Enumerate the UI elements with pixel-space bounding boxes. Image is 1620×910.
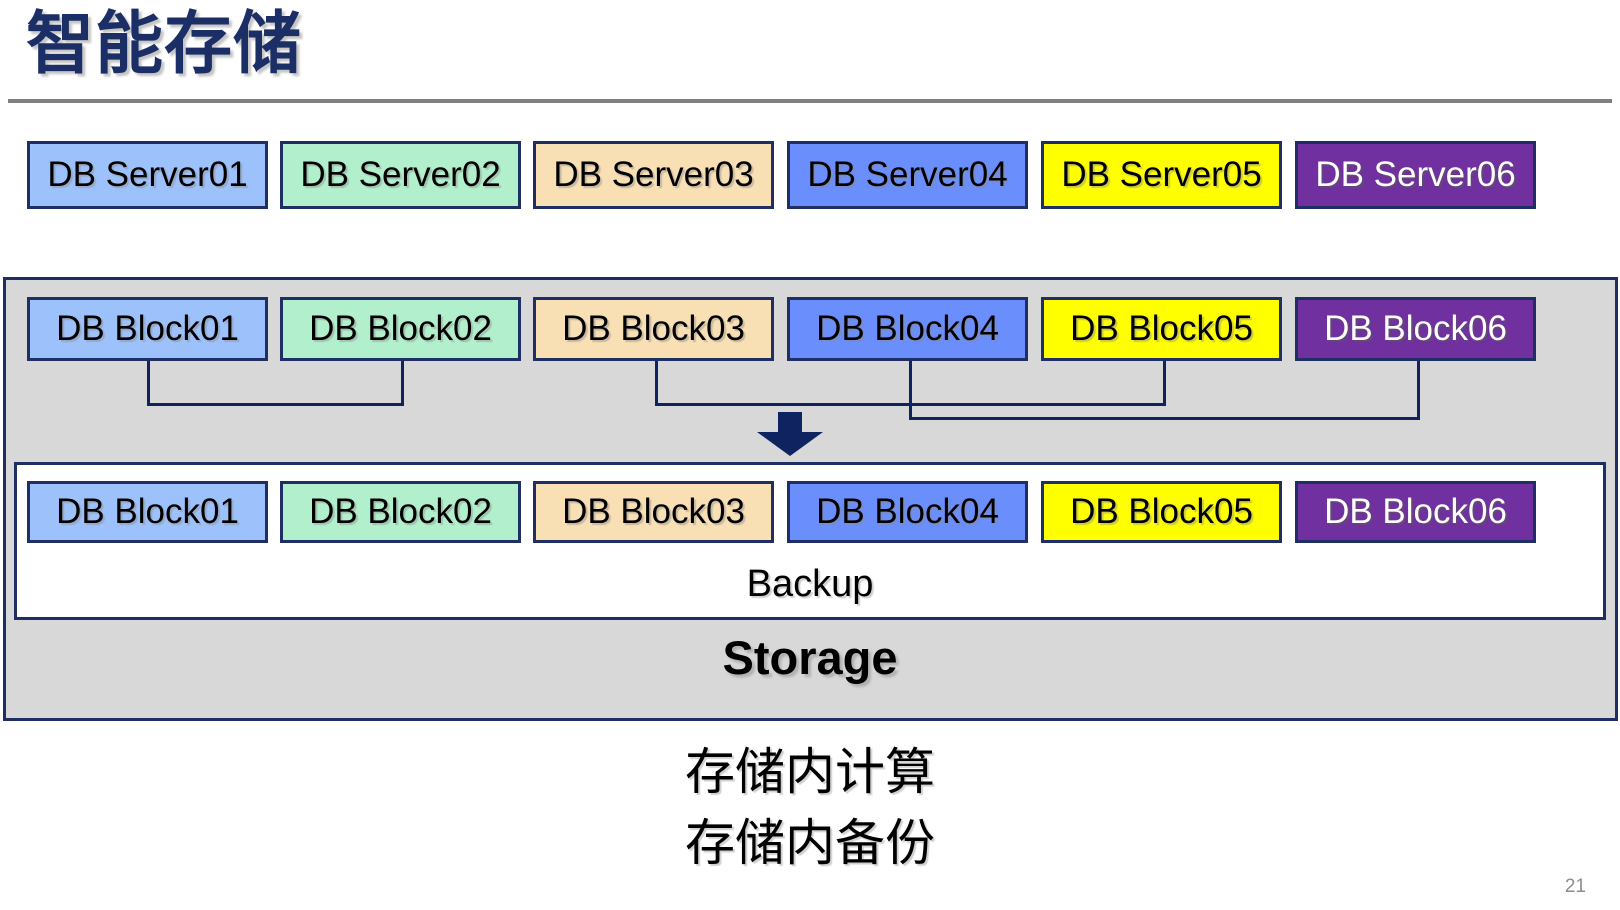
db-server-box-label: DB Server05 (1061, 155, 1262, 194)
db-server-box-label: DB Server01 (47, 155, 248, 194)
bracket-block03-block05-right-leg (1163, 361, 1166, 403)
db-block-source-box-label: DB Block01 (56, 309, 239, 348)
db-server-box-3[interactable]: DB Server03 (533, 141, 774, 209)
db-block-backup-box-label: DB Block03 (562, 492, 745, 531)
db-block-source-box-3[interactable]: DB Block03 (533, 297, 774, 361)
db-server-box-label: DB Server02 (300, 155, 501, 194)
db-server-box-label: DB Server03 (553, 155, 754, 194)
caption-line-2: 存储内备份 (685, 815, 935, 871)
db-block-backup-box-3[interactable]: DB Block03 (533, 481, 774, 543)
db-block-backup-box-label: DB Block05 (1070, 492, 1253, 531)
storage-label: Storage (722, 631, 898, 684)
caption-line-1: 存储内计算 (685, 744, 935, 800)
db-block-backup-box-label: DB Block02 (309, 492, 492, 531)
slide-caption: 存储内计算存储内备份 (0, 737, 1620, 879)
db-block-backup-box-label: DB Block01 (56, 492, 239, 531)
bracket-block01-block02-left-leg (147, 361, 150, 403)
page-title: 智能存储 (26, 6, 303, 82)
db-block-source-box-1[interactable]: DB Block01 (27, 297, 268, 361)
db-block-source-box-6[interactable]: DB Block06 (1295, 297, 1536, 361)
db-block-source-box-label: DB Block03 (562, 309, 745, 348)
db-server-box-5[interactable]: DB Server05 (1041, 141, 1282, 209)
db-block-backup-box-2[interactable]: DB Block02 (280, 481, 521, 543)
db-server-box-label: DB Server06 (1315, 155, 1516, 194)
page-number: 21 (1564, 876, 1586, 897)
backup-label: Backup (746, 563, 874, 605)
db-block-source-box-label: DB Block06 (1324, 309, 1507, 348)
down-arrow (757, 412, 823, 456)
db-block-backup-box-1[interactable]: DB Block01 (27, 481, 268, 543)
bracket-block01-block02-right-leg (401, 361, 404, 403)
db-block-backup-box-4[interactable]: DB Block04 (787, 481, 1028, 543)
db-block-backup-box-6[interactable]: DB Block06 (1295, 481, 1536, 543)
db-block-backup-box-5[interactable]: DB Block05 (1041, 481, 1282, 543)
bracket-block04-block06-right-leg (1417, 361, 1420, 417)
bracket-block04-block06-left-leg (909, 361, 912, 417)
db-server-box-6[interactable]: DB Server06 (1295, 141, 1536, 209)
db-server-box-2[interactable]: DB Server02 (280, 141, 521, 209)
db-block-source-box-label: DB Block02 (309, 309, 492, 348)
bracket-block04-block06-crossbar (909, 417, 1420, 420)
db-server-box-1[interactable]: DB Server01 (27, 141, 268, 209)
db-block-source-box-5[interactable]: DB Block05 (1041, 297, 1282, 361)
db-block-source-box-label: DB Block04 (816, 309, 999, 348)
bracket-block03-block05-left-leg (655, 361, 658, 403)
title-divider (8, 99, 1612, 103)
db-block-backup-box-label: DB Block04 (816, 492, 999, 531)
db-block-source-box-4[interactable]: DB Block04 (787, 297, 1028, 361)
db-server-box-label: DB Server04 (807, 155, 1008, 194)
bracket-block01-block02-crossbar (147, 403, 404, 406)
db-server-box-4[interactable]: DB Server04 (787, 141, 1028, 209)
db-block-source-box-label: DB Block05 (1070, 309, 1253, 348)
db-block-source-box-2[interactable]: DB Block02 (280, 297, 521, 361)
db-block-backup-box-label: DB Block06 (1324, 492, 1507, 531)
